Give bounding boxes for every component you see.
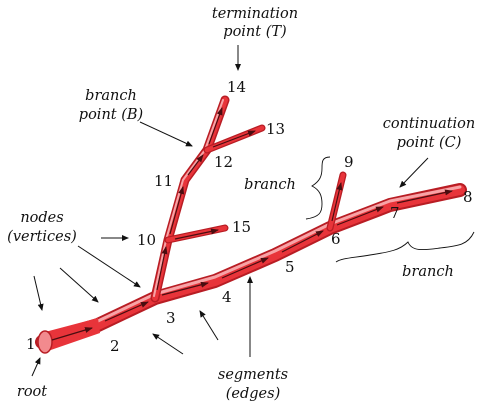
- segments-label-line2: (edges): [226, 386, 280, 402]
- arrow-nodes-2: [59, 267, 99, 303]
- continuation-point-label-line2: point (C): [397, 135, 462, 151]
- root-segment: [37, 318, 100, 354]
- nodes-label-line2: (vertices): [7, 229, 77, 245]
- node-1: 1: [26, 335, 36, 353]
- branch-point-label-line1: branch: [85, 88, 137, 104]
- node-2: 2: [110, 337, 120, 355]
- node-4: 4: [222, 288, 232, 306]
- node-10: 10: [137, 231, 156, 249]
- termination-point-label-line1: termination: [212, 6, 298, 22]
- branch-label-left: branch: [244, 177, 296, 193]
- node-7: 7: [390, 204, 400, 222]
- continuation-point-label-line1: continuation: [383, 116, 476, 132]
- branch-braces: [305, 156, 475, 263]
- segment-direction-arrows: [51, 107, 453, 341]
- arrow-segment-b: [199, 310, 219, 341]
- segments-label-line1: segments: [218, 367, 288, 383]
- arrow-nodes-1: [33, 275, 44, 311]
- termination-point-label-line2: point (T): [223, 24, 286, 40]
- branch-label-right: branch: [402, 264, 454, 280]
- node-6: 6: [331, 230, 341, 248]
- node-labels: 1 2 3 4 5 6 7 8 9 10 11 12 13 14 15: [26, 78, 473, 355]
- brace-right: [335, 231, 475, 263]
- arrow-nodes-3: [77, 245, 141, 288]
- root-label: root: [17, 384, 47, 400]
- arrow-root: [31, 357, 41, 377]
- node-8: 8: [463, 188, 473, 206]
- node-14: 14: [227, 78, 246, 96]
- node-13: 13: [266, 120, 285, 138]
- tree-structure: [35, 95, 467, 354]
- node-11: 11: [154, 172, 173, 190]
- arrow-segment-a: [152, 333, 184, 355]
- node-9: 9: [344, 153, 354, 171]
- node-12: 12: [214, 153, 233, 171]
- node-15: 15: [232, 218, 251, 236]
- nodes-label-line1: nodes: [20, 210, 63, 226]
- arrow-continuation: [399, 157, 429, 188]
- node-5: 5: [285, 258, 295, 276]
- branch-point-label-line2: point (B): [79, 107, 143, 123]
- arrow-branch-point: [139, 121, 193, 147]
- annotation-labels: termination point (T) branch point (B) c…: [7, 6, 475, 402]
- node-3: 3: [166, 309, 176, 327]
- pointer-arrows: [31, 45, 429, 377]
- brace-left: [305, 156, 331, 220]
